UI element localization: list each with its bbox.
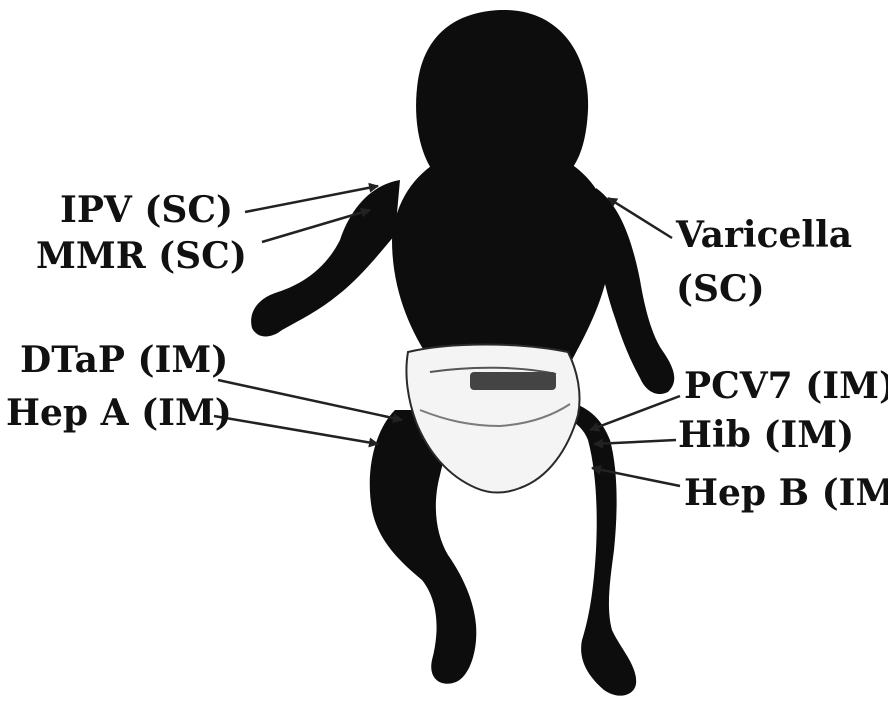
varicella-label: Varicella [676, 217, 852, 253]
hep-b-label: Hep B (IM) [684, 475, 888, 511]
dtap-label: DTaP (IM) [20, 342, 228, 378]
ipv-label: IPV (SC) [60, 192, 233, 228]
hep-a-arrow [214, 416, 378, 444]
varicella-route-label: (SC) [676, 271, 765, 307]
dtap-arrow [218, 380, 402, 420]
pcv7-label: PCV7 (IM) [684, 368, 888, 404]
hep-a-label: Hep A (IM) [6, 395, 232, 431]
mmr-label: MMR (SC) [36, 238, 247, 274]
hib-label: Hib (IM) [678, 417, 854, 453]
pcv7-arrow [590, 396, 680, 430]
